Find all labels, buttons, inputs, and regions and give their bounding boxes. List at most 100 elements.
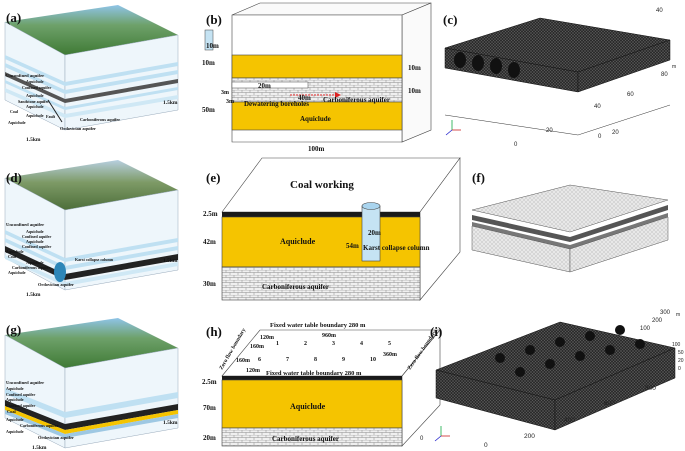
- aquiclude-label: Aquiclude: [300, 115, 331, 123]
- layer-label: Coal: [7, 409, 17, 414]
- layer-label: Confined aquifer: [22, 85, 51, 90]
- panel-f: (f): [471, 170, 669, 273]
- dim-label: 20m: [258, 82, 271, 90]
- layer-label: Sandstone aquifer: [18, 99, 49, 104]
- layer-label: Aquiclude: [8, 270, 26, 275]
- dim-label: 960m: [322, 333, 336, 339]
- layer-label: Aquiclude: [26, 260, 44, 265]
- panel-h: Fixed water table boundary 280 m Fixed w…: [202, 322, 441, 447]
- panel-i: 0 200 400 600 800 0 100 200 300 0 20 50 …: [420, 310, 684, 449]
- layer-label: Unconfined aquifer: [6, 222, 44, 227]
- borehole-number: 3: [332, 341, 335, 347]
- layer-label: Unconfined aquifer: [6, 73, 44, 78]
- axis-tick: 0: [514, 142, 518, 148]
- axis-tick: 0: [678, 366, 681, 372]
- axis-tick: 400: [564, 417, 575, 424]
- dim-label: 1.5km: [32, 445, 47, 451]
- layer-label: Karst collapse column: [75, 257, 114, 262]
- panel-label-f: (f): [472, 170, 485, 185]
- layer-label: Aquiclude: [26, 113, 44, 118]
- dim-label: 120m: [246, 368, 260, 374]
- panel-label-d: (d): [6, 170, 22, 185]
- dim-label: 10m: [408, 87, 421, 95]
- dim-label: 42m: [203, 238, 216, 246]
- layer-label: Carboniferous aquifer: [20, 423, 58, 428]
- dim-label: 40m: [298, 94, 311, 102]
- layer-label: Aquiclude: [6, 429, 24, 434]
- dim-label: 50m: [202, 106, 215, 114]
- panel-label-g: (g): [6, 322, 21, 337]
- axis-tick: 200: [524, 433, 535, 440]
- dim-label: 54m: [346, 242, 359, 250]
- axis-tick: 100: [640, 326, 651, 332]
- borehole-number: 9: [342, 357, 345, 363]
- aquifer-label: Carboniferous aquifer: [262, 283, 329, 291]
- panel-d: Unconfined aquifer Aquiclude Confined aq…: [4, 160, 179, 298]
- layer-label: Aquiclude: [6, 386, 24, 391]
- dim-label: 1.5km: [163, 100, 178, 106]
- dim-label: 1.5km: [163, 420, 178, 426]
- panel-label-c: (c): [443, 12, 457, 27]
- dim-label: 360m: [383, 352, 397, 358]
- axis-tick: 20: [546, 128, 553, 134]
- dim-label: 10m: [206, 42, 219, 50]
- layer-label: Aquiclude: [8, 120, 26, 125]
- borehole-number: 10: [370, 357, 376, 363]
- layer-label: Unconfined aquifer: [6, 380, 44, 385]
- layer-label: Aquiclude: [26, 239, 44, 244]
- borehole-number: 2: [304, 341, 307, 347]
- layer-label: Aquiclude: [26, 229, 44, 234]
- layer-label: Carboniferous aquifer: [80, 117, 120, 122]
- layer-label: Aquiclude: [26, 104, 44, 109]
- aquiclude-label: Aquiclude: [290, 402, 326, 411]
- borehole-number: 5: [388, 341, 391, 347]
- aquiclude-label: Aquiclude: [280, 237, 316, 246]
- panel-a: Unconfined aquifer Aquiclude Confined aq…: [4, 5, 179, 143]
- boundary-label: Fixed water table boundary 280 m: [266, 370, 362, 377]
- layer-label: Aquiclude: [26, 93, 44, 98]
- dim-label: 3m: [226, 99, 234, 105]
- axis-unit: m: [676, 312, 680, 318]
- panel-e: Coal working 2.5m 42m 30m 54m 20m Aquicl…: [203, 157, 461, 301]
- dim-label: 160m: [250, 344, 264, 350]
- dim-label: 10m: [408, 64, 421, 72]
- coal-working-title: Coal working: [290, 179, 354, 191]
- axis-tick: 50: [678, 350, 684, 356]
- borehole-number: 8: [314, 357, 317, 363]
- borehole-label: Dewatering boreholes: [244, 100, 309, 108]
- axis-tick: 0: [598, 134, 602, 140]
- axis-tick: 40: [656, 8, 663, 14]
- layer-label: Carboniferous aquifer: [12, 265, 50, 270]
- dim-label: 20m: [203, 434, 216, 442]
- panel-label-a: (a): [6, 10, 21, 25]
- axes-triad-icon: [445, 120, 461, 136]
- panel-label-i: (i): [430, 324, 442, 339]
- layer-label: Confined aquifer: [6, 392, 35, 397]
- axis-tick: 40: [594, 104, 601, 110]
- layer-label: Fault: [46, 114, 56, 119]
- panel-b: 10m 10m 10m 10m 50m 3m 3m 20m 40m 100m D…: [202, 2, 432, 153]
- layer-label: Ordovician aquifer: [38, 435, 74, 440]
- axis-tick: 100: [672, 342, 681, 348]
- layer-label: Aquiclude: [26, 79, 44, 84]
- panel-label-e: (e): [206, 170, 220, 185]
- layer-label: Ordovician aquifer: [38, 282, 74, 287]
- dim-label: 2.5m: [203, 210, 218, 218]
- layer-label: Confined aquifer: [22, 234, 51, 239]
- axis-tick: 80: [661, 72, 668, 78]
- dim-label: 160m: [236, 358, 250, 364]
- axis-tick: 300: [660, 310, 671, 316]
- dim-label: 1.5km: [163, 258, 178, 264]
- dim-label: 10m: [202, 59, 215, 67]
- layer-label: Coal: [10, 109, 19, 114]
- panel-g: Unconfined aquifer Aquiclude Confined aq…: [4, 318, 179, 451]
- borehole-number: 4: [360, 341, 363, 347]
- karst-label: Karst collapse column: [363, 244, 430, 252]
- axis-tick: 20: [678, 358, 684, 364]
- layer-label: Confined aquifer: [6, 403, 35, 408]
- aquifer-label: Carboniferous aquifer: [272, 435, 339, 443]
- dim-label: 2.5m: [202, 378, 217, 386]
- dim-label: 1.5km: [26, 292, 41, 298]
- axis-tick: 600: [604, 400, 615, 407]
